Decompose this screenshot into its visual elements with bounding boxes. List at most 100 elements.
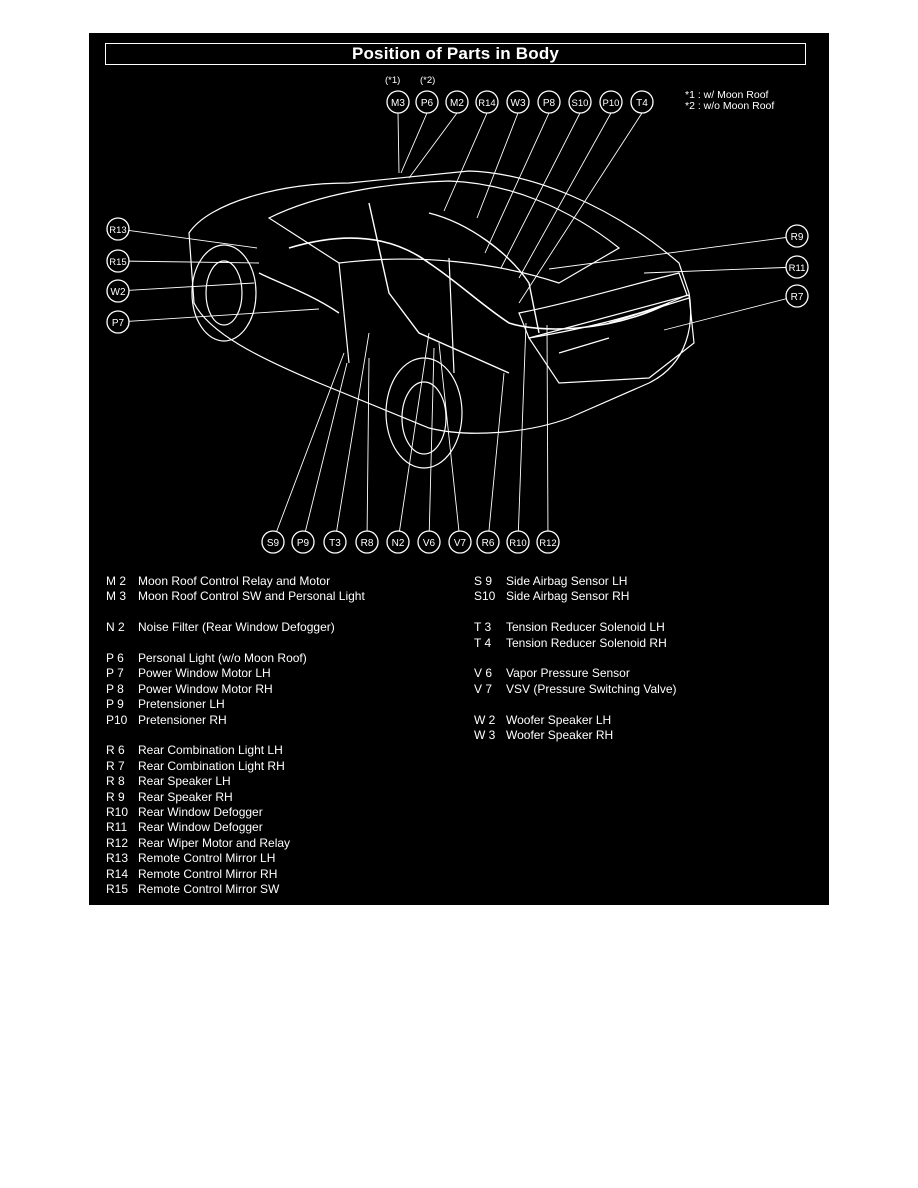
connector-R8: R8 [355, 530, 379, 554]
svg-text:R8: R8 [361, 538, 374, 549]
legend-code: P 8 [106, 681, 124, 696]
legend-description: Rear Speaker LH [138, 774, 231, 789]
legend-description: Rear Combination Light RH [138, 758, 285, 773]
connector-V6: V6 [417, 530, 441, 554]
legend-gap [474, 697, 677, 712]
title-box: Position of Parts in Body [105, 43, 806, 65]
legend-description: Moon Roof Control SW and Personal Light [138, 589, 365, 604]
legend-code: R 9 [106, 789, 125, 804]
legend-code: R12 [106, 835, 129, 850]
legend-code: P 7 [106, 666, 124, 681]
legend-row: R 7 Rear Combination Light RH [106, 759, 365, 774]
leader-lines [117, 112, 798, 542]
car-body-diagram: M3 P6 M2 R14 W3 P8 S10 P10 T4 R13 R15 W2… [106, 90, 809, 554]
connector-R6: R6 [476, 530, 500, 554]
legend-description: Rear Wiper Motor and Relay [138, 835, 291, 850]
svg-text:R9: R9 [791, 232, 804, 243]
legend-description: Woofer Speaker LH [506, 712, 612, 727]
legend-gap [474, 651, 677, 666]
car-outline [188, 170, 695, 469]
connector-M3: M3 [386, 90, 410, 114]
legend-description: Remote Control Mirror SW [138, 882, 280, 897]
legend-description: Rear Speaker RH [138, 789, 233, 804]
legend-row: P 7 Power Window Motor LH [106, 666, 365, 681]
legend-code: M 3 [106, 589, 127, 604]
legend-gap [106, 636, 365, 651]
svg-text:T3: T3 [329, 538, 341, 549]
connector-P7: P7 [106, 310, 130, 334]
legend-code: S 9 [474, 574, 493, 588]
legend-description: Noise Filter (Rear Window Defogger) [138, 620, 335, 635]
connector-R9: R9 [785, 224, 809, 248]
connector-P8: P8 [537, 90, 561, 114]
legend-code: W 3 [474, 728, 496, 743]
connector-R12: R12 [536, 530, 560, 554]
svg-text:R13: R13 [109, 225, 126, 236]
page-title: Position of Parts in Body [351, 44, 560, 63]
legend-row: M 3 Moon Roof Control SW and Personal Lig… [106, 589, 365, 604]
legend-row: R10 Rear Window Defogger [106, 805, 365, 820]
connector-R11: R11 [785, 255, 809, 279]
svg-text:P10: P10 [603, 98, 620, 109]
legend-code: R 7 [106, 758, 125, 773]
top-connector-row: M3 P6 M2 R14 W3 P8 S10 P10 T4 [386, 90, 654, 114]
legend-gap [106, 605, 365, 620]
legend-code: R10 [106, 805, 129, 820]
svg-text:N2: N2 [392, 538, 405, 549]
footnote-2: *2 : w/o Moon Roof [685, 100, 775, 112]
connector-W3: W3 [506, 90, 530, 114]
svg-text:R12: R12 [539, 538, 556, 549]
legend-description: Pretensioner LH [138, 697, 225, 712]
moon-note-2: (*2) [420, 75, 436, 86]
legend-gap [106, 728, 365, 743]
legend-description: Power Window Motor LH [138, 666, 271, 681]
legend-row: R 9 Rear Speaker RH [106, 790, 365, 805]
legend-code: R14 [106, 866, 129, 881]
connector-N2: N2 [386, 530, 410, 554]
connector-R10: R10 [506, 530, 530, 554]
connector-R13: R13 [106, 217, 130, 241]
svg-text:R7: R7 [791, 292, 804, 303]
svg-text:R14: R14 [478, 98, 495, 109]
legend-row: R 8 Rear Speaker LH [106, 774, 365, 789]
legend-description: Rear Combination Light LH [138, 743, 283, 758]
svg-text:R15: R15 [109, 257, 126, 268]
svg-text:V6: V6 [423, 538, 436, 549]
legend-code: R15 [106, 882, 129, 897]
legend-description: Rear Window Defogger [138, 820, 263, 835]
legend-description: Rear Window Defogger [138, 805, 263, 820]
legend-code: V 6 [474, 666, 493, 681]
svg-text:P7: P7 [112, 318, 125, 329]
left-connector-column: R13 R15 W2 P7 [106, 217, 130, 334]
connector-P9: P9 [291, 530, 315, 554]
legend-description: Side Airbag Sensor RH [506, 589, 630, 604]
legend-description: Tension Reducer Solenoid RH [506, 635, 667, 650]
connector-R14: R14 [475, 90, 499, 114]
legend-code: M 2 [106, 574, 127, 588]
svg-text:P6: P6 [421, 98, 434, 109]
legend-description: Pretensioner RH [138, 712, 227, 727]
svg-text:R6: R6 [482, 538, 495, 549]
legend-code: R 8 [106, 774, 125, 789]
footnotes: *1 : w/ Moon Roof *2 : w/o Moon Roof [685, 90, 774, 112]
connector-R15: R15 [106, 249, 130, 273]
footnote-1: *1 : w/ Moon Roof [685, 89, 769, 101]
legend-description: Personal Light (w/o Moon Roof) [138, 651, 307, 665]
connector-W2: W2 [106, 279, 130, 303]
right-connector-column: R9 R11 R7 [785, 224, 809, 308]
connector-M2: M2 [445, 90, 469, 114]
